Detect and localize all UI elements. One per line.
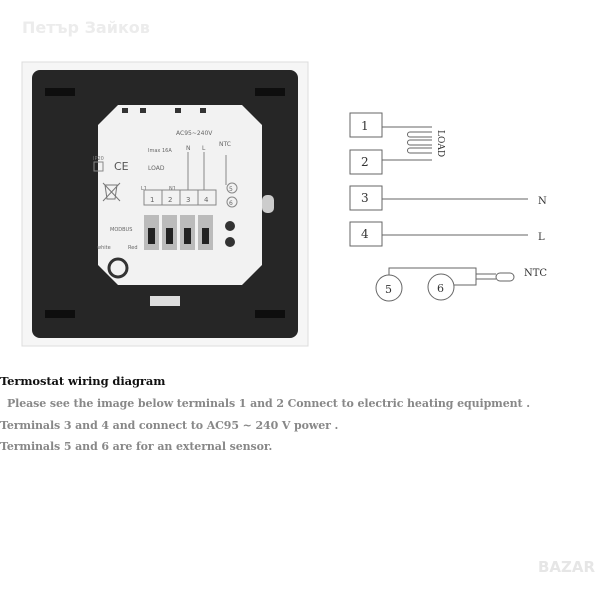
terminal-box-4 bbox=[349, 221, 383, 247]
svg-text:1: 1 bbox=[361, 119, 369, 133]
diagram-title: Termostat wiring diagram bbox=[0, 374, 166, 388]
bazar-logo: BAZAR bbox=[538, 558, 596, 576]
svg-text:N: N bbox=[186, 145, 191, 152]
ce-mark: CE bbox=[114, 160, 129, 173]
svg-text:N: N bbox=[538, 196, 547, 207]
svg-text:5: 5 bbox=[229, 186, 233, 193]
svg-text:2: 2 bbox=[168, 196, 172, 204]
ntc-probe bbox=[495, 272, 515, 282]
load-coil bbox=[407, 131, 432, 154]
svg-text:white: white bbox=[97, 245, 111, 251]
svg-text:L1: L1 bbox=[141, 186, 147, 192]
terminal-box-2 bbox=[349, 149, 383, 175]
svg-text:2: 2 bbox=[361, 155, 369, 169]
svg-text:4: 4 bbox=[204, 196, 209, 204]
svg-text:L: L bbox=[202, 145, 206, 152]
svg-text:4: 4 bbox=[361, 227, 369, 241]
watermark: Петър Зайков bbox=[22, 18, 150, 37]
svg-text:Red: Red bbox=[128, 245, 138, 251]
text-line-3: Terminals 5 and 6 are for an external se… bbox=[0, 440, 273, 453]
text-line-2: Terminals 3 and 4 and connect to AC95 ~ … bbox=[0, 419, 339, 432]
svg-text:6: 6 bbox=[437, 282, 444, 295]
svg-text:AC95~240V: AC95~240V bbox=[176, 130, 213, 137]
svg-text:Imax 16A: Imax 16A bbox=[148, 148, 172, 154]
svg-text:5: 5 bbox=[385, 283, 392, 296]
svg-text:6: 6 bbox=[229, 200, 233, 207]
svg-text:3: 3 bbox=[186, 196, 190, 204]
svg-text:MODBUS: MODBUS bbox=[110, 227, 132, 233]
terminal-box-1 bbox=[349, 112, 383, 138]
ip-label: IP20 bbox=[93, 156, 104, 162]
svg-text:N1: N1 bbox=[169, 186, 176, 192]
svg-text:L: L bbox=[538, 232, 545, 243]
svg-text:3: 3 bbox=[361, 191, 369, 205]
terminal-box-3 bbox=[349, 185, 383, 211]
svg-text:LOAD: LOAD bbox=[435, 130, 445, 157]
text-line-1: Please see the image below terminals 1 a… bbox=[7, 397, 530, 410]
thermostat-photo-and-diagram: IP20 CE Imax 16A AC95~240V LOAD L1 N1 N … bbox=[21, 61, 547, 347]
svg-text:1: 1 bbox=[150, 196, 154, 204]
svg-text:LOAD: LOAD bbox=[148, 165, 165, 172]
svg-text:NTC: NTC bbox=[219, 141, 231, 148]
weee-icon bbox=[102, 182, 121, 202]
svg-text:NTC: NTC bbox=[524, 268, 547, 279]
wiring-diagram bbox=[349, 112, 528, 302]
